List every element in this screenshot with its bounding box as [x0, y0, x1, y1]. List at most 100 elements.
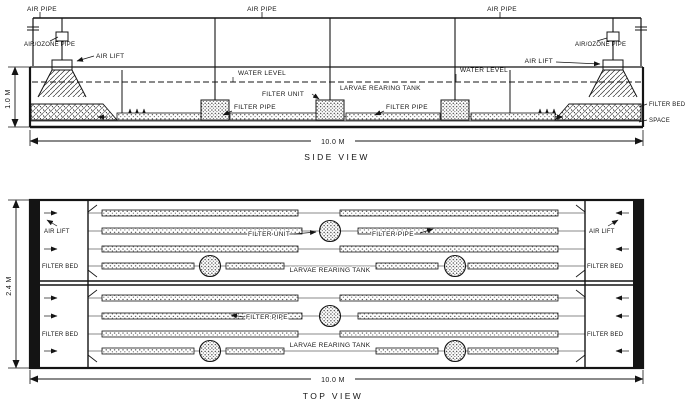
filter-pipe-bar [101, 312, 303, 320]
inner-walls [87, 200, 586, 368]
label-filter-bed: FILTER BED [649, 102, 686, 108]
filter-unit-box [315, 99, 345, 121]
filter-unit-circle [198, 254, 222, 278]
filter-bed-left [30, 103, 118, 121]
label-filter-pipe-lower: FILTER PIPE [246, 314, 288, 321]
air-lift-box-left [51, 59, 73, 71]
label-air-ozone-pipe-left: AIR/OZONE PIPE [24, 42, 75, 48]
label-air-lift-right: AIR LIFT [525, 58, 553, 65]
label-water-level-left: WATER LEVEL [238, 70, 286, 77]
filter-pipe-bar [101, 245, 299, 253]
label-air-lift-left: AIR LIFT [96, 53, 124, 60]
tank-divider [30, 280, 643, 286]
suction-pipes [121, 70, 511, 114]
filter-pipe-bar [470, 112, 556, 121]
label-larvae-rearing-tank: LARVAE REARING TANK [340, 85, 421, 92]
filter-pipe-bar [225, 262, 285, 270]
air-lift-left-leader [76, 55, 95, 62]
end-wall-right [633, 201, 642, 367]
pipe-union-symbols [27, 26, 647, 31]
filter-pipe-bar [101, 294, 299, 302]
dim-length-side: 10.0 M [321, 139, 345, 146]
label-larvae-rearing-tank-upper: LARVAE REARING TANK [290, 267, 371, 274]
dim-height: 1.0 M [5, 89, 12, 109]
filter-pipe-left-leader [222, 110, 233, 116]
filter-pipe-bar [116, 112, 202, 121]
label-air-ozone-pipe-right: AIR/OZONE PIPE [575, 42, 626, 48]
filter-pipe-bar [339, 209, 559, 217]
air-lift-right-leader [555, 61, 601, 67]
filter-bed-right [554, 103, 642, 121]
filter-unit-box [440, 99, 470, 121]
dim-width: 2.4 M [6, 276, 13, 296]
filter-unit-circle [443, 254, 467, 278]
filter-pipe-bar [339, 294, 559, 302]
filter-pipe-upper-leader [419, 228, 434, 234]
ozone-connector-left [55, 31, 69, 42]
filter-pipe-bar [375, 262, 439, 270]
filter-pipe-bar [101, 262, 195, 270]
filter-pipe-bar [101, 227, 303, 235]
filter-unit-circle [318, 304, 342, 328]
label-filter-pipe-upper: FILTER PIPE [372, 231, 414, 238]
filter-pipe-right-leader [374, 110, 385, 116]
label-air-pipe-left: AIR PIPE [27, 6, 57, 13]
label-filter-bed-right-upper: FILTER BED [587, 264, 624, 270]
label-air-pipe-right: AIR PIPE [487, 6, 517, 13]
filter-pipe-bar [101, 330, 299, 338]
filter-pipe-bar [225, 347, 285, 355]
label-filter-unit: FILTER UNIT [262, 91, 304, 98]
ozone-leader-lines [49, 36, 608, 42]
filter-pipe-bar [357, 227, 559, 235]
air-lift-spray-left [38, 70, 86, 97]
filter-pipe-bar [345, 112, 441, 121]
label-air-lift-left-plan: AIR LIFT [44, 229, 70, 235]
filter-pipe-bar [339, 245, 559, 253]
filter-pipe-bar [375, 347, 439, 355]
label-air-lift-right-plan: AIR LIFT [589, 229, 615, 235]
ozone-connector-right [606, 31, 620, 42]
filter-pipe-lower-leader [230, 313, 245, 319]
corner-lift-pipes [87, 204, 586, 363]
label-air-pipe-center: AIR PIPE [247, 6, 277, 13]
label-filter-pipe-left: FILTER PIPE [234, 104, 276, 111]
air-lift-box-right [602, 59, 624, 71]
top-view-caption: TOP VIEW [303, 391, 363, 401]
label-water-level-right: WATER LEVEL [460, 67, 508, 74]
water-level-ticks [232, 74, 457, 82]
filter-unit-circle [443, 339, 467, 363]
end-wall-left [31, 201, 40, 367]
label-filter-unit-plan: FILTER UNIT [248, 231, 290, 238]
margin-leader-lines [638, 103, 648, 123]
air-lift-spray-right [589, 70, 637, 97]
side-view: AIR PIPE AIR PIPE AIR PIPE AIR/OZONE PIP… [5, 6, 686, 162]
dim-length-plan: 10.0 M [321, 377, 345, 384]
air-lift-left-leader [46, 219, 58, 227]
filter-pipe-bar [467, 347, 559, 355]
wall-pipe-lines [32, 18, 642, 66]
filter-pipe-bar [101, 209, 299, 217]
side-view-caption: SIDE VIEW [304, 152, 370, 162]
filter-pipe-bar [339, 330, 559, 338]
label-filter-bed-left-upper: FILTER BED [42, 264, 79, 270]
filter-pipe-bar [357, 312, 559, 320]
filter-unit-circle [318, 219, 342, 243]
label-space: SPACE [649, 118, 670, 124]
air-pipe-label-ticks [39, 12, 501, 18]
air-lift-right-leader [607, 219, 619, 227]
filter-unit-leader-plan [293, 230, 317, 236]
label-filter-bed-right-lower: FILTER BED [587, 332, 624, 338]
filter-unit-leader [311, 93, 320, 100]
air-lift-legs [37, 69, 638, 98]
top-view: AIR LIFT AIR LIFT FILTER BED FILTER BED … [6, 198, 645, 401]
label-larvae-rearing-tank-lower: LARVAE REARING TANK [290, 342, 371, 349]
label-filter-bed-left-lower: FILTER BED [42, 332, 79, 338]
label-filter-pipe-right: FILTER PIPE [386, 104, 428, 111]
filter-pipe-bar [229, 112, 317, 121]
filter-unit-box [200, 99, 230, 121]
filter-pipe-bar [101, 347, 195, 355]
filter-pipe-bar [467, 262, 559, 270]
tank-walls [28, 67, 645, 127]
